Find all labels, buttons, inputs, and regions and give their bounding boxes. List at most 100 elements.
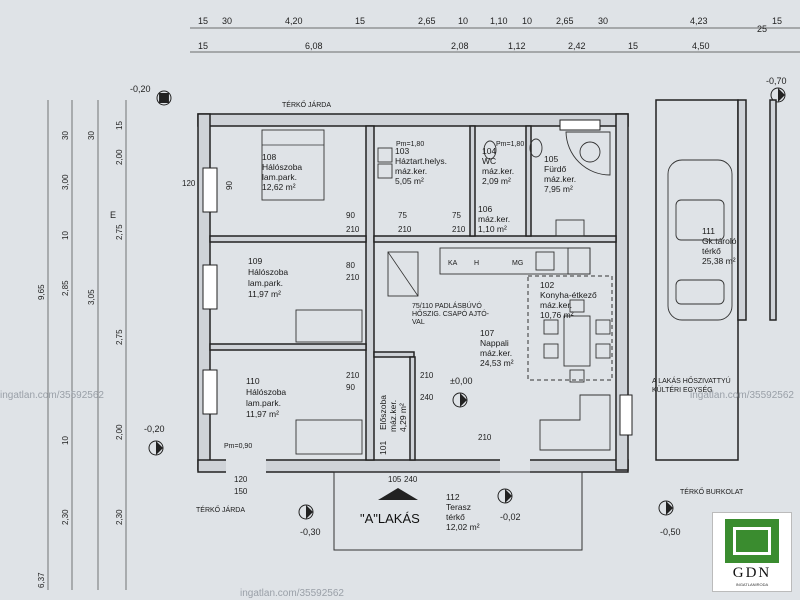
dim-label: 15 <box>628 41 638 51</box>
room-108: 108 Hálószoba lam.park. 12,62 m² <box>262 152 302 192</box>
svg-text:102: 102 <box>540 280 554 290</box>
room-105: 105 Fürdő máz.ker. 7,95 m² <box>544 154 576 194</box>
svg-text:210: 210 <box>346 225 360 234</box>
svg-text:24,53 m²: 24,53 m² <box>480 358 514 368</box>
svg-text:-0,50: -0,50 <box>660 527 681 537</box>
svg-text:Hálószoba: Hálószoba <box>248 267 288 277</box>
level-marker-bl: -0,20 <box>144 424 165 456</box>
svg-text:210: 210 <box>452 225 466 234</box>
svg-text:105: 105 <box>388 475 402 484</box>
dim-label: 9,65 <box>37 284 46 300</box>
svg-text:WC: WC <box>482 156 496 166</box>
svg-text:240: 240 <box>420 393 434 402</box>
dim-label: 2,30 <box>115 509 124 525</box>
sofa <box>539 394 611 451</box>
svg-text:11,97 m²: 11,97 m² <box>246 409 279 419</box>
dim-label: 2,00 <box>115 149 124 165</box>
room-109: 109 Hálószoba lam.park. 11,97 m² <box>248 256 288 299</box>
dim-label: 6,37 <box>37 572 46 588</box>
svg-text:térkő: térkő <box>702 246 721 256</box>
svg-text:210: 210 <box>398 225 412 234</box>
dining-table <box>543 299 611 383</box>
gdn-logo: GDN INGATLANIRODA <box>712 512 792 592</box>
svg-text:12,02 m²: 12,02 m² <box>446 522 480 532</box>
dim-label: 10 <box>61 436 70 445</box>
gdn-logo-sub: INGATLANIRODA <box>735 582 769 587</box>
svg-text:Hálószoba: Hálószoba <box>262 162 302 172</box>
svg-text:75/110 PADLÁSBÚVÓ: 75/110 PADLÁSBÚVÓ <box>412 301 482 310</box>
bathroom-fixtures <box>377 131 611 237</box>
kitchen-appliance-label: KA <box>448 260 458 267</box>
svg-text:108: 108 <box>262 152 276 162</box>
dim-label: 15 <box>355 16 365 26</box>
svg-text:Fürdő: Fürdő <box>544 164 566 174</box>
dim-label: 2,75 <box>115 224 124 240</box>
dim-label: 1,10 <box>490 16 508 26</box>
dim-label: 10 <box>522 16 532 26</box>
left-dims-col2: 30 3,00 10 2,85 10 3,05 30 2,30 <box>61 131 96 525</box>
kitchen-counter <box>439 247 591 275</box>
sill-height-label: Pm=1,80 <box>496 141 524 148</box>
svg-text:máz.ker.: máz.ker. <box>480 348 512 358</box>
svg-text:11,97 m²: 11,97 m² <box>248 289 281 299</box>
svg-text:Gk.tároló: Gk.tároló <box>702 236 737 246</box>
left-dims-outer: 9,65 6,37 <box>37 284 46 588</box>
svg-text:1,10 m²: 1,10 m² <box>478 224 507 234</box>
left-windows <box>202 119 633 436</box>
svg-text:-0,70: -0,70 <box>766 76 787 86</box>
sidewalk-label-bottom: TÉRKŐ JÁRDA <box>196 505 245 514</box>
svg-text:-0,30: -0,30 <box>300 527 321 537</box>
level-marker-garage-bottom: -0,50 <box>658 500 681 537</box>
terrace <box>333 471 583 551</box>
svg-text:lam.park.: lam.park. <box>262 172 297 182</box>
svg-text:210: 210 <box>346 273 360 282</box>
svg-text:103: 103 <box>395 146 409 156</box>
gdn-logo-mark <box>725 519 779 563</box>
dim-label: 30 <box>87 131 96 140</box>
svg-text:90: 90 <box>225 181 234 190</box>
svg-text:Hálószoba: Hálószoba <box>246 387 286 397</box>
dim-label: 6,08 <box>305 41 323 51</box>
svg-text:lam.park.: lam.park. <box>248 278 283 288</box>
sill-height-label: Pm=1,80 <box>396 141 424 148</box>
svg-text:2,09 m²: 2,09 m² <box>482 176 511 186</box>
svg-text:máz.ker.: máz.ker. <box>395 166 427 176</box>
gdn-logo-name: GDN <box>732 565 772 581</box>
svg-text:210: 210 <box>478 433 492 442</box>
svg-text:máz.ker.: máz.ker. <box>482 166 514 176</box>
svg-text:Konyha-étkező: Konyha-étkező <box>540 290 597 300</box>
svg-text:109: 109 <box>248 256 262 266</box>
svg-text:105: 105 <box>544 154 558 164</box>
level-marker-bottom-left: -0,30 <box>298 504 321 537</box>
dim-label: 2,00 <box>115 424 124 440</box>
dim-label: 4,20 <box>285 16 303 26</box>
svg-text:80: 80 <box>346 261 355 270</box>
watermark-left: ingatlan.com/35592562 <box>0 390 104 401</box>
svg-text:-0,20: -0,20 <box>144 424 165 434</box>
level-marker-tl: -0,20 <box>130 84 172 106</box>
svg-text:KÜLTÉRI EGYSÉG: KÜLTÉRI EGYSÉG <box>652 385 713 394</box>
dim-label: 2,85 <box>61 280 70 296</box>
svg-text:máz.ker.: máz.ker. <box>478 214 510 224</box>
svg-text:25,38 m²: 25,38 m² <box>702 256 736 266</box>
room-101: 101 Előszoba máz.ker. 4,29 m² <box>378 395 408 455</box>
level-marker-bottom-mid: -0,02 <box>497 488 521 522</box>
svg-text:210: 210 <box>346 371 360 380</box>
svg-text:±0,00: ±0,00 <box>450 376 472 386</box>
dim-label: 1,12 <box>508 41 526 51</box>
dim-label: 2,08 <box>451 41 469 51</box>
top-dim-row-1: 15 30 4,20 15 2,65 10 1,10 10 2,65 30 4,… <box>198 16 782 34</box>
room-107: 107 Nappali máz.ker. 24,53 m² <box>480 328 514 368</box>
top-dim-row-2: 15 6,08 2,08 1,12 2,42 15 4,50 <box>198 41 710 51</box>
dim-label: 15 <box>198 41 208 51</box>
attic-hatch <box>387 251 419 297</box>
svg-text:210: 210 <box>420 371 434 380</box>
room-104: 104 WC máz.ker. 2,09 m² <box>482 146 514 186</box>
svg-text:Terasz: Terasz <box>446 502 471 512</box>
kitchen-area-boundary <box>527 275 613 381</box>
svg-text:12,62 m²: 12,62 m² <box>262 182 296 192</box>
dim-label: 10 <box>61 231 70 240</box>
svg-text:térkő: térkő <box>446 512 465 522</box>
room-106: 106 máz.ker. 1,10 m² <box>478 204 510 234</box>
